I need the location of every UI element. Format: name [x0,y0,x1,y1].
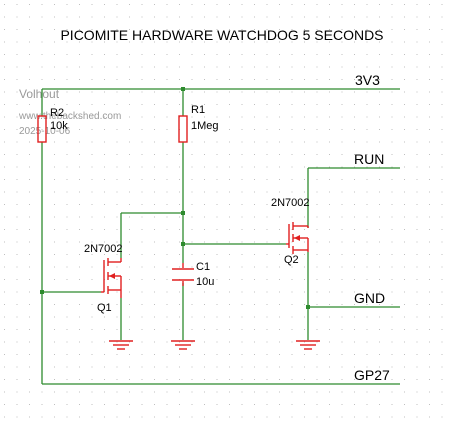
resistor-r2-body [37,115,47,143]
mosfet-q2-value: 2N7002 [271,197,310,209]
net-label-3v3: 3V3 [355,72,380,88]
junction-3v3-r1 [181,87,185,91]
watermark-author: Volhout [19,87,60,101]
junctions [40,87,310,309]
mosfet-q2-arrow [294,235,300,241]
mosfet-q1-ref: Q1 [97,302,112,314]
capacitor-c1: C1 10u [172,261,214,288]
mosfet-q1-value: 2N7002 [84,243,123,255]
mosfet-q2-ref: Q2 [284,254,299,266]
junction-gp27-gate [40,290,44,294]
watermark-site: www.thebackshed.com [18,111,121,122]
watermark-date: 2025-10-06 [19,126,71,137]
junction-q1-drain [181,211,185,215]
resistor-r2: R2 10k [37,107,68,143]
resistor-r2-value: 10k [50,120,68,132]
mosfet-q1: 2N7002 Q1 [84,243,123,314]
resistor-r1-value: 1Meg [191,120,219,132]
resistor-r2-ref: R2 [50,107,64,119]
ground-q2 [296,340,320,350]
resistor-r1-ref: R1 [191,104,205,116]
mosfet-q2: 2N7002 Q2 [271,197,310,266]
ground-c1 [171,340,195,350]
capacitor-c1-ref: C1 [196,261,210,273]
mosfet-q1-arrow [109,273,115,279]
resistor-r1: R1 1Meg [178,104,219,143]
junction-gnd [306,305,310,309]
capacitor-c1-value: 10u [196,276,214,288]
wires [41,88,400,385]
junction-q2-gate [181,242,185,246]
schematic-title: PICOMITE HARDWARE WATCHDOG 5 SECONDS [60,27,383,43]
net-label-gp27: GP27 [354,367,390,383]
ground-q1 [109,340,133,350]
resistor-r1-body [178,115,188,143]
net-label-run: RUN [354,151,384,167]
net-label-gnd: GND [354,290,385,306]
